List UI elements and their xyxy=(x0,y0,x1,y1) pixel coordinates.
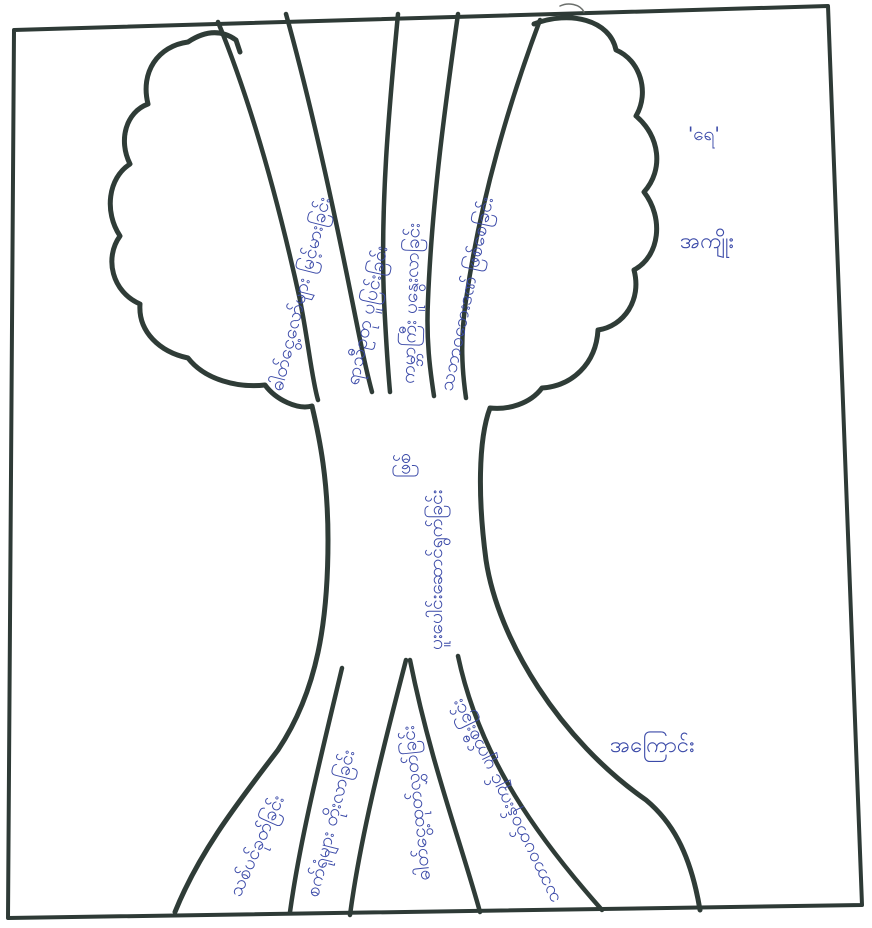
lower-right-label: အကြောင်း xyxy=(610,731,695,762)
canopy-branch-text-1: ဓါတ်ငွေ့လော်များ မြင့်မားခြင်း xyxy=(264,194,339,394)
canopy-branch-text-4: သဘာဝဘေးဒဏ် ဖြစ်စေခြင်း xyxy=(433,194,502,393)
trunk-small-text: ဖြစ် xyxy=(391,453,419,478)
top-side-label: 'ရေ' xyxy=(688,123,720,149)
trunk-text: ပူးပေါင်းဆောင်ရွက်ခြင်း xyxy=(423,490,451,651)
canopy-branch-text-3: ကမ္ဘာကြီး ပူနွေးလာခြင်း xyxy=(395,222,429,384)
upper-right-label: အကျိုး xyxy=(680,228,734,259)
leaf-mark xyxy=(560,4,584,12)
root-branch-line-2 xyxy=(350,660,406,915)
canopy-branch-line-3 xyxy=(383,14,398,392)
paper-frame xyxy=(8,6,862,918)
root-branch-text-4: သဘာဝပတ်ဝန်းကျင် ပျက်စီးခြင်း xyxy=(444,694,568,909)
